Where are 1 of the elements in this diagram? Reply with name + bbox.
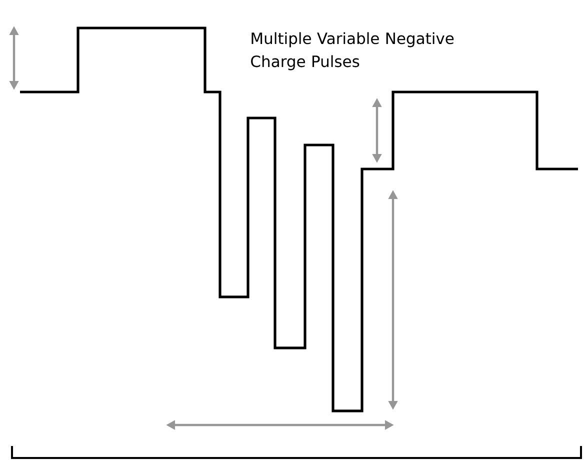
title: Multiple Variable Negative Charge Pulses (251, 32, 454, 70)
